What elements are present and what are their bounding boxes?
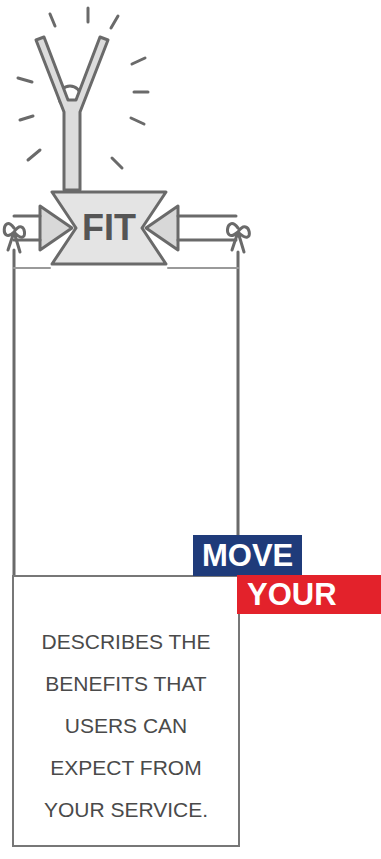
your-badge: YOUR <box>237 575 381 614</box>
description-box: DESCRIBES THE BENEFITS THAT USERS CAN EX… <box>12 575 240 847</box>
node-text: YOUR <box>247 579 371 610</box>
ray <box>20 116 33 120</box>
ray <box>134 91 148 94</box>
frame-line <box>14 267 238 269</box>
move-badge: MOVE <box>193 535 302 576</box>
ray <box>112 158 122 168</box>
ray <box>132 58 145 64</box>
ray <box>50 14 55 26</box>
ray <box>87 8 90 22</box>
ribbon-bow <box>4 224 24 252</box>
ray <box>131 118 144 124</box>
ray <box>111 16 118 28</box>
frame-line <box>237 252 240 576</box>
node-text: FIT <box>82 207 136 249</box>
hourglass-outline <box>52 192 166 264</box>
figure-body <box>36 37 108 190</box>
ribbon-bow <box>227 224 249 252</box>
ray <box>18 78 32 82</box>
frame-line <box>13 250 16 576</box>
fit-shape-node: FIT <box>50 190 168 266</box>
node-text: MOVE <box>202 540 293 571</box>
ray <box>28 150 40 160</box>
node-text: DESCRIBES THE BENEFITS THAT USERS CAN EX… <box>26 621 226 831</box>
